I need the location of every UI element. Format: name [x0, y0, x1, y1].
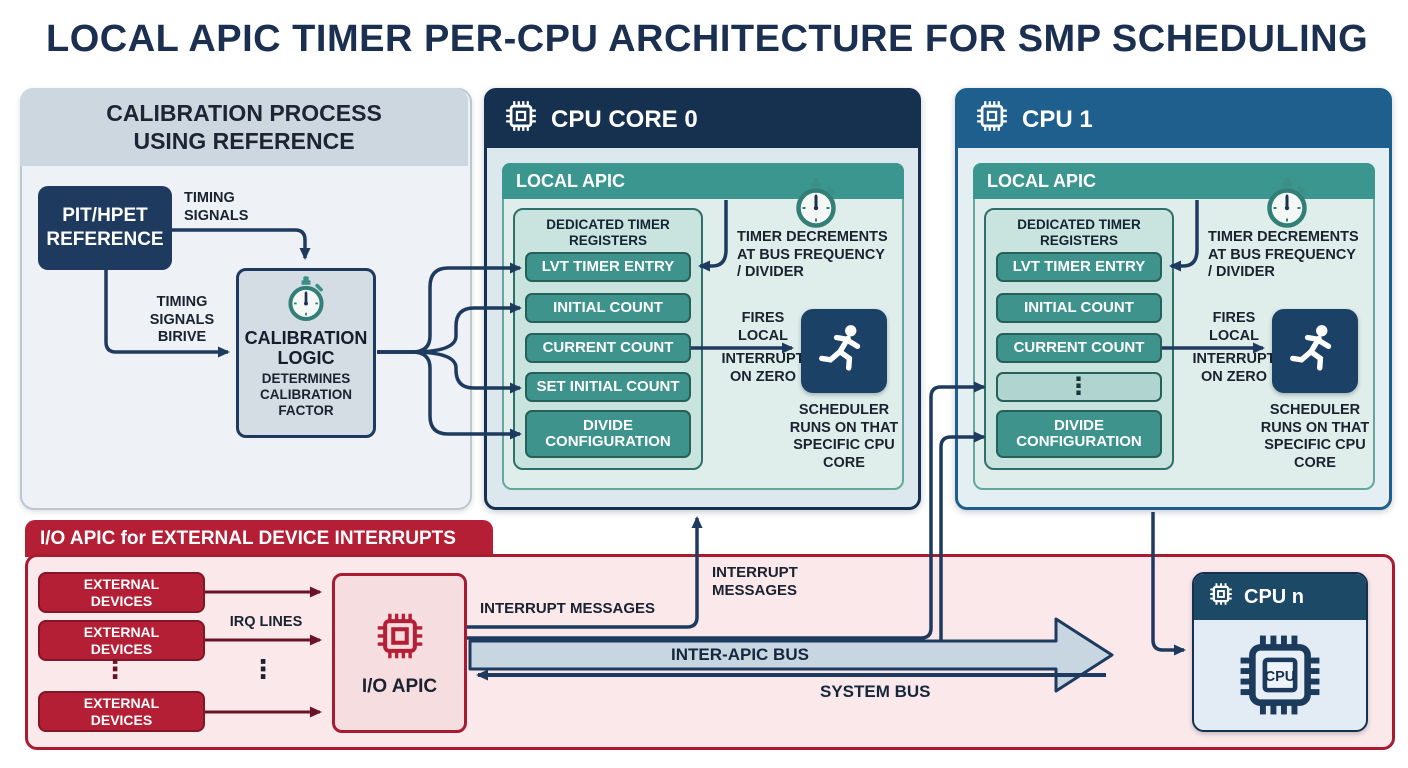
cpu-n-title: CPU n — [1244, 585, 1304, 608]
cpu0-interrupt-on-zero-label: INTERRUPT ON ZERO — [721, 351, 805, 385]
interrupt-messages-label-1: INTERRUPT MESSAGES — [480, 600, 656, 617]
cpu0-local-apic-header: LOCAL APIC — [502, 163, 904, 199]
cpu1-register-current-count: CURRENT COUNT — [996, 333, 1162, 363]
cpu0-timer-decrements-note: TIMER DECREMENTS AT BUS FREQUENCY / DIVI… — [737, 229, 888, 281]
chip-icon — [974, 98, 1010, 141]
interrupt-messages-label-2: INTERRUPT MESSAGES — [712, 564, 798, 599]
chip-icon — [503, 98, 539, 141]
cpu-n-header: CPU n — [1194, 574, 1366, 620]
external-devices-box-2: EXTERNAL DEVICES — [38, 620, 205, 661]
cpu-core-0-title: CPU CORE 0 — [551, 105, 698, 133]
cpu1-fires-local-label: FIRES LOCAL — [1209, 310, 1259, 344]
cpu1-scheduler-note: SCHEDULER RUNS ON THAT SPECIFIC CPU CORE — [1260, 402, 1370, 472]
cpu1-register-initial-count: INITIAL COUNT — [996, 293, 1162, 323]
calibration-logic-box: CALIBRATION LOGIC DETERMINES CALIBRATION… — [236, 268, 376, 438]
cpu-chip-icon: CPU — [1234, 629, 1326, 726]
cpu-1-header: CPU 1 — [958, 91, 1389, 148]
stopwatch-icon — [791, 176, 841, 235]
runner-icon — [1288, 322, 1342, 381]
external-devices-box-1: EXTERNAL DEVICES — [38, 572, 205, 613]
devices-ellipsis: ⋮ — [102, 654, 128, 684]
cpu1-register-lvt-timer-entry: LVT TIMER ENTRY — [996, 252, 1162, 282]
cpu0-register-current-count: CURRENT COUNT — [525, 333, 691, 363]
timing-signals-label-top: TIMING SIGNALS — [184, 190, 249, 224]
cpu1-registers-title: DEDICATED TIMER REGISTERS — [1017, 217, 1141, 249]
irq-lines-ellipsis: ⋮ — [250, 654, 276, 684]
cpu1-register-ellipsis: ⋮ — [996, 372, 1162, 402]
cpu0-register-divide-configuration: DIVIDE CONFIGURATION — [525, 410, 691, 458]
calibration-logic-subtitle: DETERMINES CALIBRATION FACTOR — [260, 371, 352, 419]
cpu1-scheduler-box — [1272, 309, 1358, 393]
runner-icon — [817, 322, 871, 381]
calibration-logic-title: CALIBRATION LOGIC — [244, 328, 368, 369]
calibration-panel-header: CALIBRATION PROCESS USING REFERENCE — [20, 88, 468, 166]
pit-hpet-reference-box: PIT/HPET REFERENCE — [38, 186, 172, 270]
cpu0-scheduler-note: SCHEDULER RUNS ON THAT SPECIFIC CPU CORE — [789, 402, 899, 472]
cpu1-interrupt-on-zero-label: INTERRUPT ON ZERO — [1192, 351, 1276, 385]
system-bus-label: SYSTEM BUS — [820, 682, 931, 701]
irq-lines-label: IRQ LINES — [229, 614, 303, 630]
cpu1-register-divide-configuration: DIVIDE CONFIGURATION — [996, 410, 1162, 458]
cpu-n-box: CPU n CPU — [1192, 572, 1368, 732]
cpu-chip-label: CPU — [1265, 668, 1295, 684]
cpu0-register-set-initial-count: SET INITIAL COUNT — [525, 372, 691, 402]
stopwatch-icon — [1262, 176, 1312, 235]
stopwatch-icon — [284, 275, 328, 328]
cpu0-register-lvt-timer-entry: LVT TIMER ENTRY — [525, 252, 691, 282]
io-apic-label: I/O APIC — [361, 675, 438, 697]
io-apic-chip-icon — [373, 609, 427, 668]
external-devices-box-3: EXTERNAL DEVICES — [38, 691, 205, 732]
timing-signals-label-left: TIMING SIGNALS BIRIVE — [149, 294, 215, 346]
chip-icon — [1208, 581, 1234, 613]
cpu0-registers-title: DEDICATED TIMER REGISTERS — [546, 217, 670, 249]
page-title: LOCAL APIC TIMER PER-CPU ARCHITECTURE FO… — [46, 18, 1369, 60]
cpu1-local-apic-header: LOCAL APIC — [973, 163, 1375, 199]
cpu-1-title: CPU 1 — [1022, 105, 1093, 133]
cpu-core-0-header: CPU CORE 0 — [487, 91, 918, 148]
inter-apic-bus-label: INTER-APIC BUS — [671, 645, 809, 664]
cpu1-timer-decrements-note: TIMER DECREMENTS AT BUS FREQUENCY / DIVI… — [1208, 229, 1359, 281]
cpu0-scheduler-box — [801, 309, 887, 393]
cpu0-register-initial-count: INITIAL COUNT — [525, 293, 691, 323]
io-apic-section-header: I/O APIC for EXTERNAL DEVICE INTERRUPTS — [25, 520, 493, 557]
io-apic-box: I/O APIC — [332, 573, 467, 733]
cpu0-fires-local-label: FIRES LOCAL — [738, 310, 788, 344]
